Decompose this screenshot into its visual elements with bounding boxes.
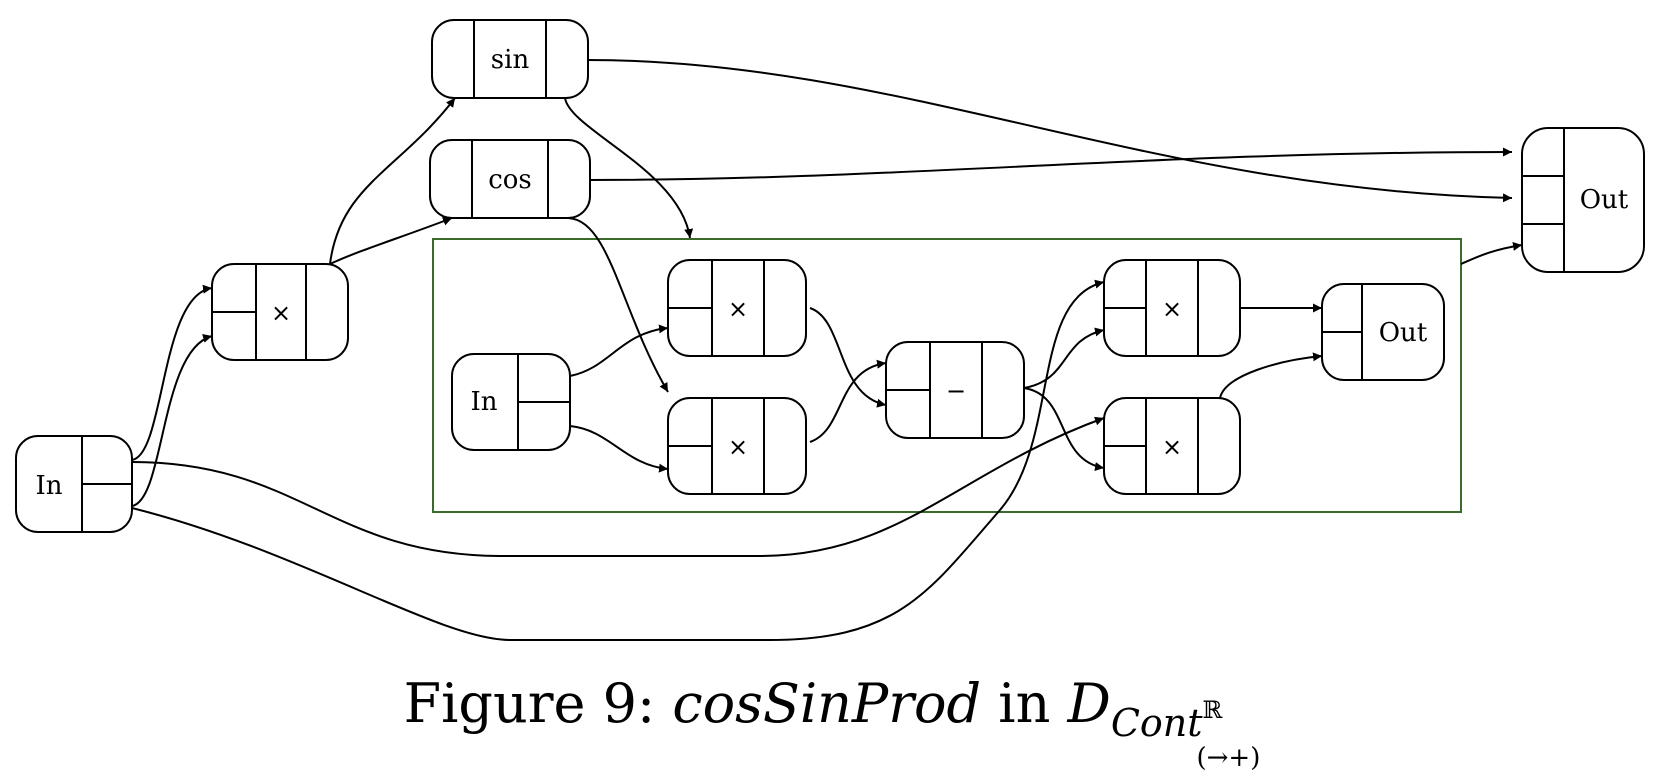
sin-node: sin: [431, 19, 589, 99]
caption-name: cosSinProd: [672, 672, 982, 735]
edges: [131, 59, 1523, 641]
inner-mul3-label: ×: [1162, 295, 1182, 323]
inner-mul1-label: ×: [728, 295, 748, 323]
outer-out-label: Out: [1580, 185, 1629, 215]
sin-label: sin: [491, 45, 530, 75]
caption-middle: in: [998, 672, 1051, 735]
inner-mul2-node: ×: [667, 397, 807, 495]
outer-mul-label: ×: [271, 299, 291, 327]
inner-in-label: In: [470, 387, 497, 417]
figure-caption: Figure 9: cosSinProd in DContℝ (→+): [0, 672, 1664, 773]
edge-in-to-mul4: [131, 416, 1105, 557]
edge-inner-in-to-mul1: [569, 324, 669, 377]
inner-mul4-node: ×: [1103, 397, 1241, 495]
edge-cos-to-out: [589, 147, 1513, 181]
inner-in-node: In: [451, 353, 571, 451]
outer-out-node: Out: [1521, 127, 1645, 273]
caption-d: D: [1067, 672, 1111, 735]
edge-in-to-mul3: [131, 279, 1105, 641]
outer-mul-node: ×: [211, 263, 349, 361]
caption-subsub: (→+): [1196, 743, 1261, 773]
inner-sub-node: −: [885, 341, 1025, 439]
edge-sub-to-mul4: [1023, 387, 1105, 471]
edge-sub-to-mul3: [1023, 327, 1105, 389]
inner-cluster: [432, 238, 1462, 513]
outer-in-node: In: [15, 435, 133, 533]
edge-mul4-to-out: [1219, 352, 1323, 399]
dataflow-diagram: In × sin cos Out In: [15, 19, 1645, 641]
inner-mul4-label: ×: [1162, 433, 1182, 461]
edge-mul1-to-sub: [809, 307, 887, 408]
caption-sub: Contℝ (→+): [1110, 696, 1261, 773]
edge-mul-to-cos: [329, 217, 453, 265]
inner-sub-label: −: [946, 377, 966, 405]
caption-prefix: Figure 9:: [403, 672, 656, 735]
edge-in-to-mul-1: [131, 284, 213, 461]
edge-sin-to-mul1: [564, 97, 694, 239]
edge-in-to-mul-2: [131, 334, 213, 507]
outer-in-label: In: [35, 471, 62, 501]
edge-inner-in-to-mul2: [569, 425, 669, 473]
inner-mul3-node: ×: [1103, 259, 1241, 357]
inner-out-node: Out: [1321, 283, 1445, 381]
caption-sup: ℝ: [1202, 696, 1223, 724]
cos-label: cos: [488, 165, 532, 195]
caption-sub-text: Cont: [1110, 701, 1203, 745]
edge-cluster-to-out: [1460, 241, 1523, 265]
edge-cos-to-mul2: [567, 217, 669, 393]
edge-mul-to-sin: [329, 97, 456, 265]
inner-mul1-node: ×: [667, 259, 807, 357]
cos-node: cos: [429, 139, 591, 219]
inner-out-label: Out: [1379, 318, 1428, 348]
edge-mul2-to-sub: [809, 359, 887, 443]
inner-mul2-label: ×: [728, 433, 748, 461]
edge-sin-to-out: [587, 59, 1513, 203]
